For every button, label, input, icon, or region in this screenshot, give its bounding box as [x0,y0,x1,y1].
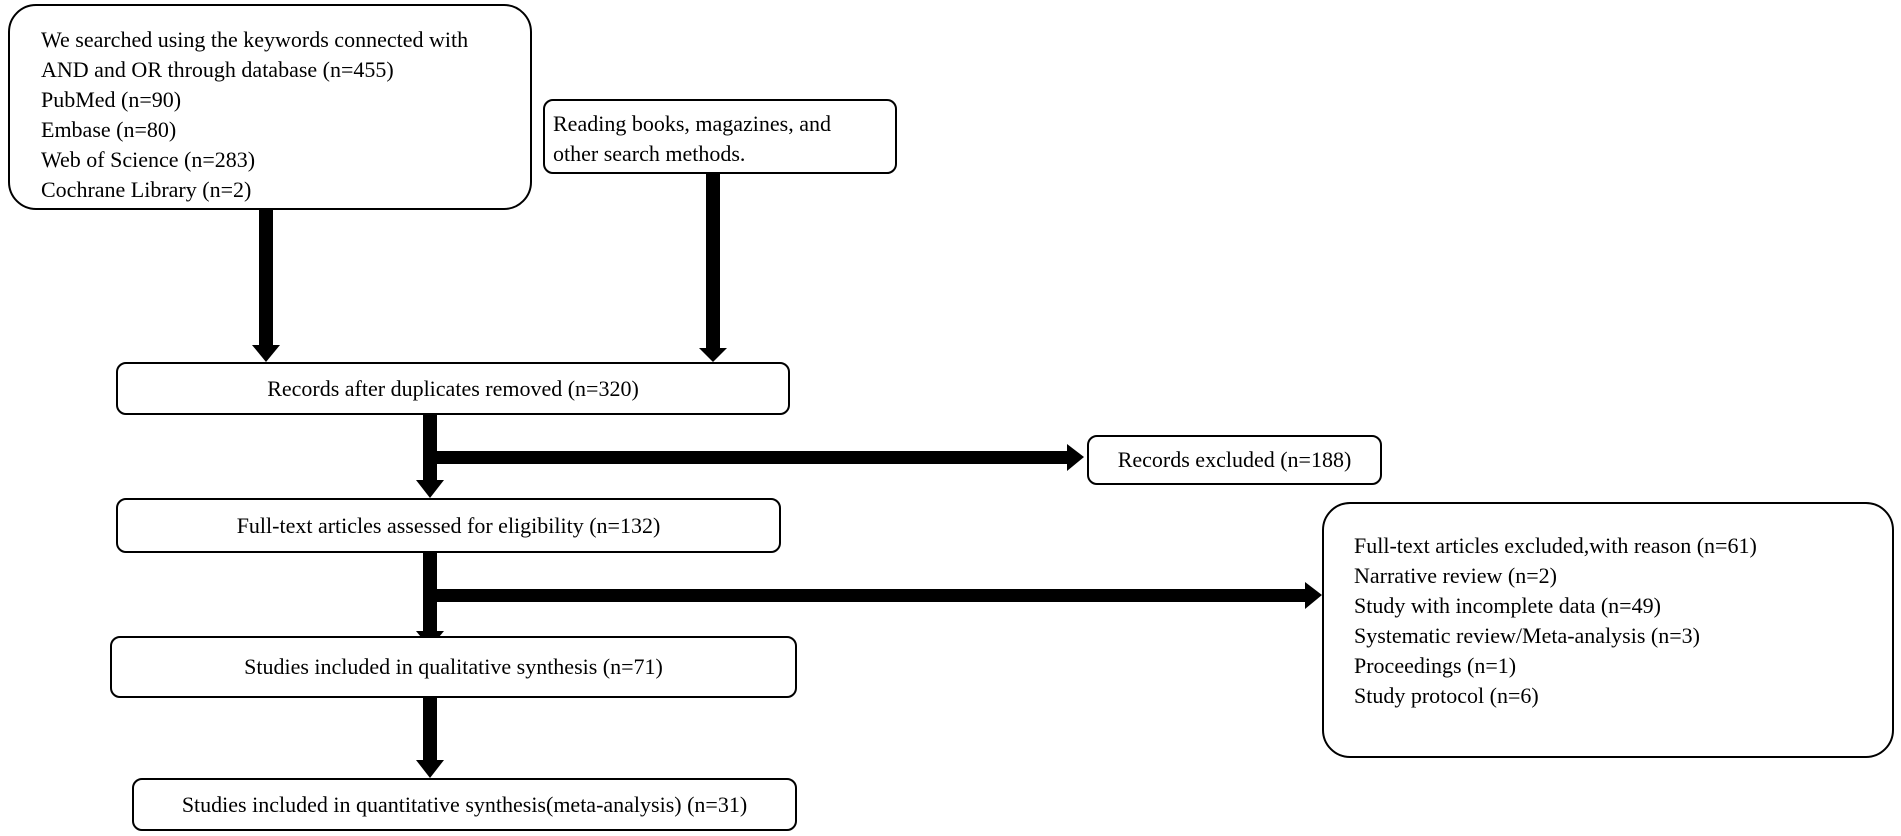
records-excluded-text: Records excluded (n=188) [1117,447,1352,472]
arrow-shaft-other-to-duplicates [706,172,720,348]
fulltext-excluded-line: Systematic review/Meta-analysis (n=3) [1354,623,1700,648]
search-box-line: PubMed (n=90) [41,87,182,112]
fulltext-excluded-line: Narrative review (n=2) [1354,563,1557,588]
arrow-shaft-search-to-duplicates [259,209,273,345]
arrowhead-to-records-excluded [1067,444,1084,471]
search-box-line: We searched using the keywords connected… [41,27,469,52]
other-sources-box: Reading books, magazines, and other sear… [543,99,897,174]
arrow-shaft-to-fulltext-excluded [437,589,1305,602]
search-box-line: AND and OR through database (n=455) [41,57,394,82]
fulltext-assessed-text: Full-text articles assessed for eligibil… [236,512,661,538]
fulltext-excluded-box: Full-text articles excluded,with reason … [1322,502,1894,758]
quantitative-synthesis-text: Studies included in quantitative synthes… [181,791,748,817]
other-sources-line: other search methods. [553,141,746,166]
arrowhead-other-to-duplicates [699,348,727,362]
duplicates-removed-box: Records after duplicates removed (n=320) [116,362,790,415]
arrow-shaft-fulltext-to-qualitative [423,551,437,631]
arrowhead-duplicates-to-fulltext [416,480,444,498]
arrow-shaft-duplicates-to-fulltext [423,413,437,480]
arrow-shaft-to-records-excluded [437,451,1067,464]
duplicates-removed-text: Records after duplicates removed (n=320) [267,375,639,401]
arrowhead-to-fulltext-excluded [1305,582,1322,609]
arrowhead-search-to-duplicates [252,345,280,362]
fulltext-excluded-line: Proceedings (n=1) [1354,653,1517,678]
fulltext-excluded-line: Study protocol (n=6) [1354,683,1539,708]
quantitative-synthesis-box: Studies included in quantitative synthes… [132,778,797,831]
search-box-line: Embase (n=80) [41,117,177,142]
fulltext-excluded-line: Study with incomplete data (n=49) [1354,593,1661,618]
search-box-line: Web of Science (n=283) [41,147,256,172]
fulltext-assessed-box: Full-text articles assessed for eligibil… [116,498,781,553]
fulltext-excluded-line: Full-text articles excluded,with reason … [1354,533,1757,558]
search-box-line: Cochrane Library (n=2) [41,177,252,202]
qualitative-synthesis-box: Studies included in qualitative synthesi… [110,636,797,698]
other-sources-line: Reading books, magazines, and [553,111,831,136]
records-excluded-box: Records excluded (n=188) [1087,435,1382,485]
qualitative-synthesis-text: Studies included in qualitative synthesi… [244,654,663,679]
database-search-box: We searched using the keywords connected… [8,4,532,210]
arrow-shaft-qualitative-to-quantitative [423,698,437,760]
arrowhead-qualitative-to-quantitative [416,760,444,778]
